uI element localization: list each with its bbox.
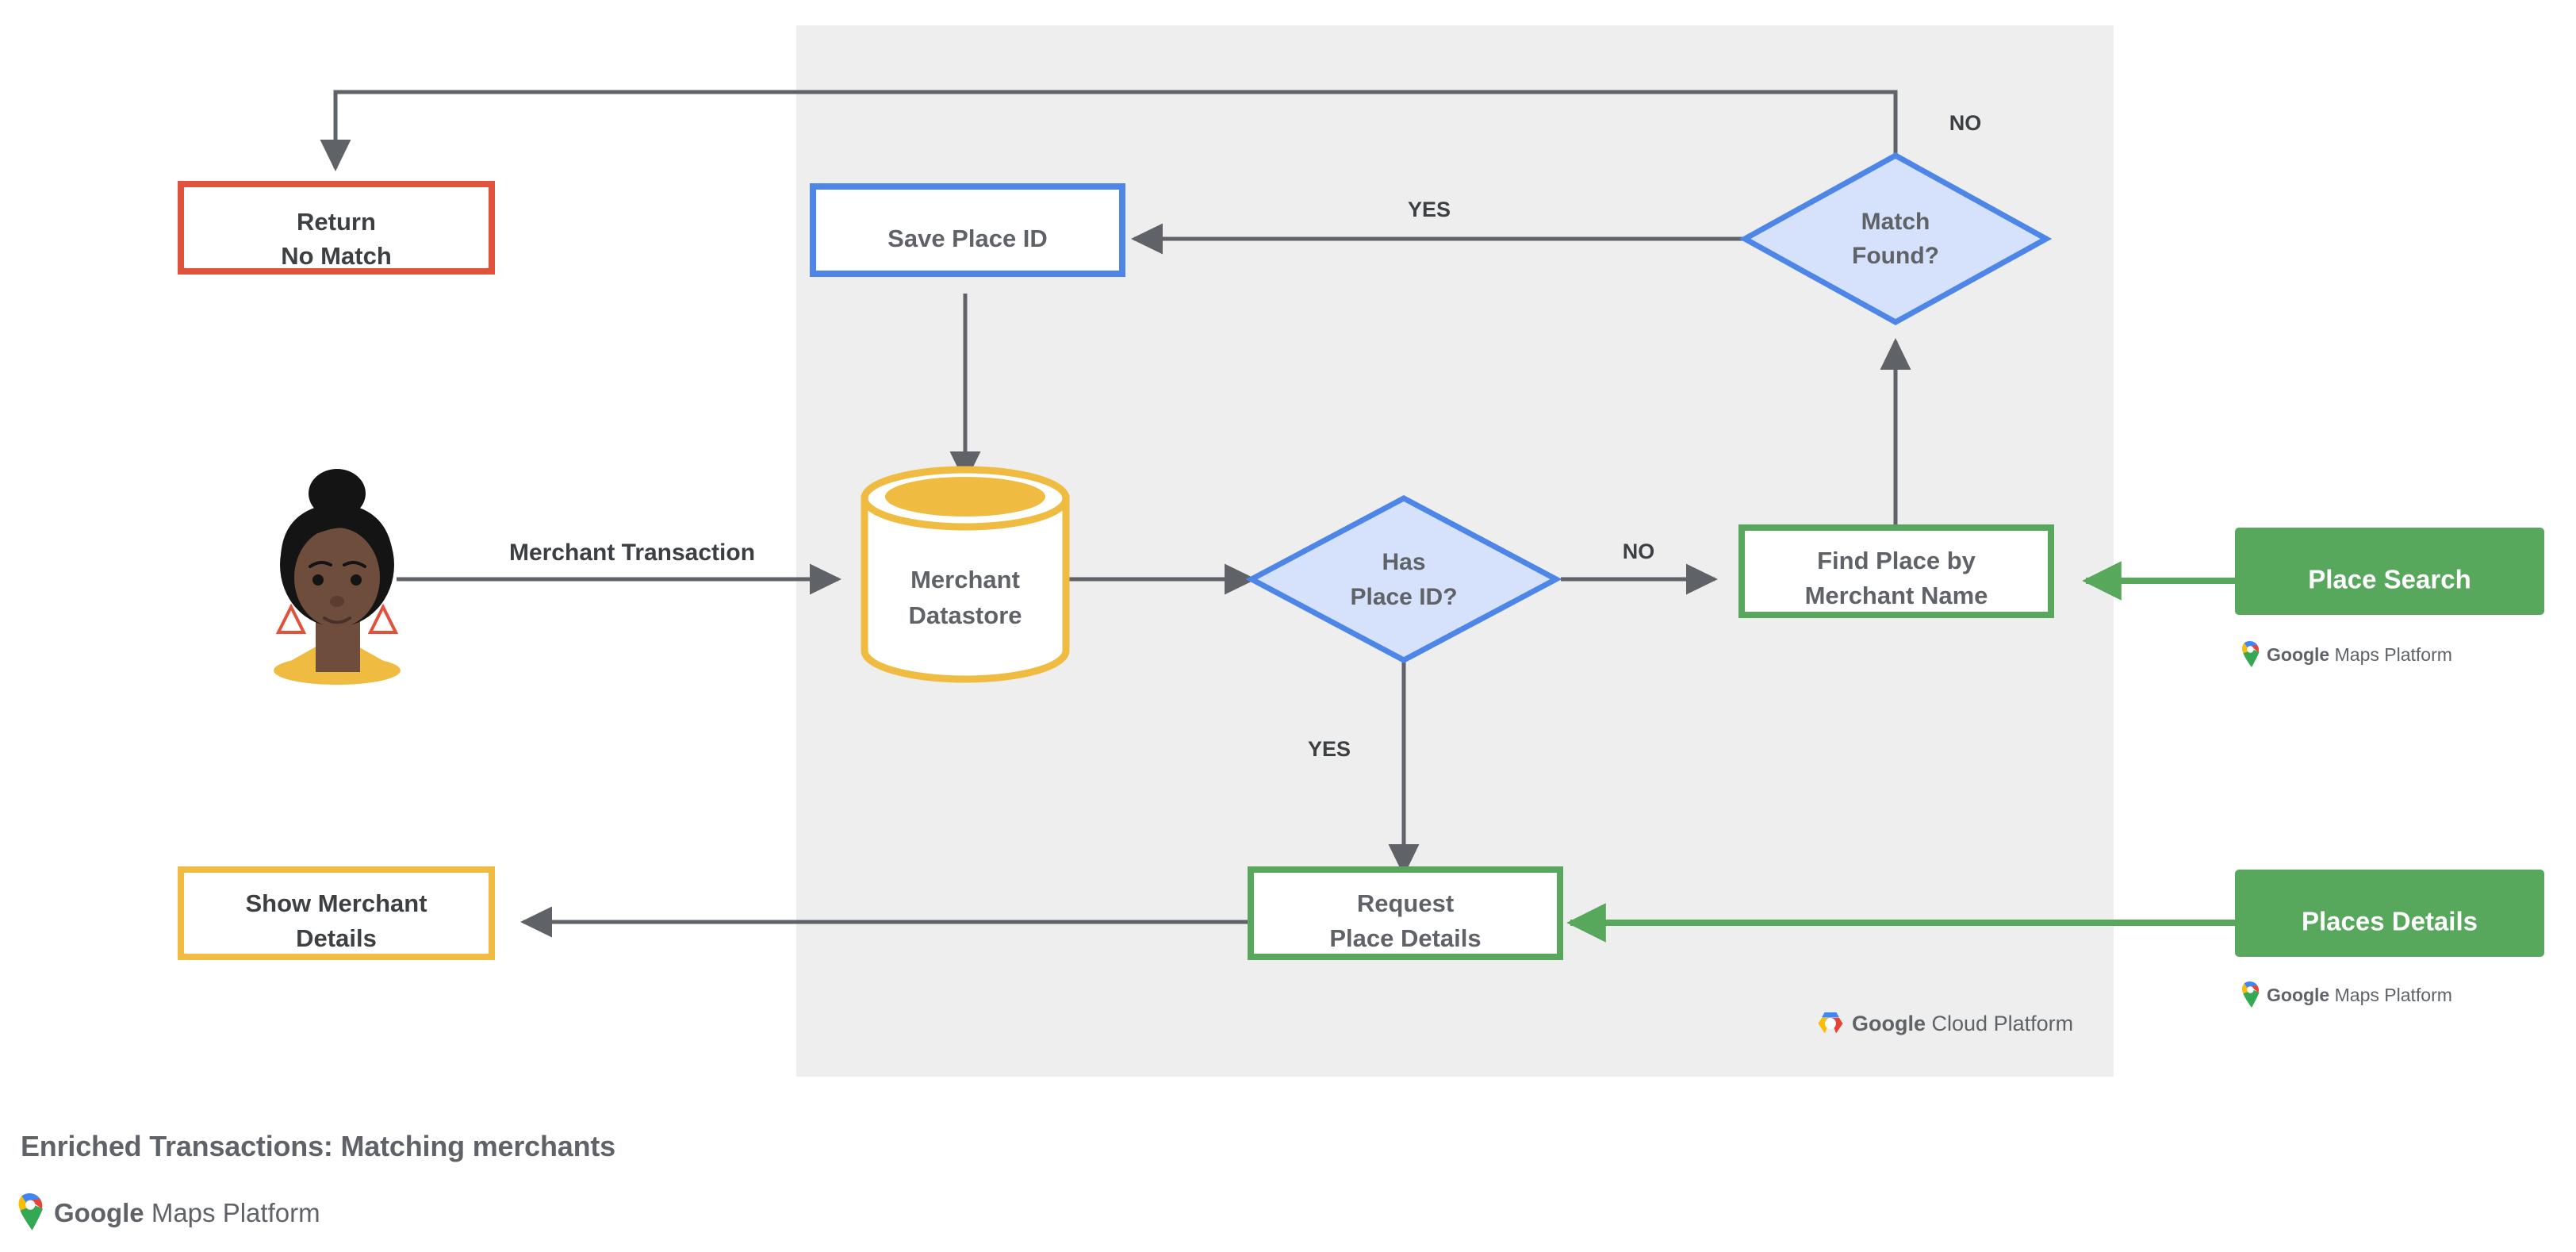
merchant-datastore-body[interactable] (861, 494, 1070, 683)
google-cloud-hexagon-icon (1818, 1012, 1843, 1034)
request-place-details-label-line2: Place Details (1329, 924, 1481, 952)
avatar-eye-left (312, 574, 324, 586)
show-merchant-details-label-line2: Details (296, 924, 377, 952)
match-found-label-line1: Match (1861, 209, 1930, 235)
return-no-match-label-line1: Return (297, 208, 376, 236)
avatar-earring-right (367, 603, 399, 634)
return-no-match-label-line2: No Match (281, 242, 392, 270)
find-place-label-line1: Find Place by (1817, 547, 1976, 574)
caption-google-maps-platform-logo: Google Maps Platform (17, 1193, 320, 1231)
gcp-brand: Google (1852, 1011, 1926, 1035)
google-maps-pin-icon (18, 1193, 43, 1231)
node-match-found[interactable]: Match Found? (1738, 152, 2053, 325)
gcp-product: Cloud Platform (1931, 1011, 2074, 1035)
node-save-place-id[interactable]: Save Place ID (810, 183, 1125, 277)
places-details-box[interactable] (2235, 870, 2544, 957)
places-details-attribution-logo: Google Maps Platform (2241, 981, 2452, 1008)
gmp-product: Maps Platform (151, 1197, 320, 1227)
google-cloud-platform-logo: Google Cloud Platform (1816, 1011, 2073, 1036)
avatar-hair-fringe (281, 503, 393, 555)
gcp-logo-text: Google Cloud Platform (1852, 1011, 2074, 1035)
merchant-datastore-label-line1: Merchant (910, 566, 1020, 593)
save-place-id-label: Save Place ID (887, 225, 1048, 252)
edge-label-merchant-transaction: Merchant Transaction (509, 540, 755, 566)
node-show-merchant-details[interactable]: Show Merchant Details (178, 866, 495, 960)
node-places-details[interactable]: Places Details (2235, 870, 2544, 957)
edge-label-has-place-id-no: NO (1623, 540, 1655, 563)
diagram-caption-title: Enriched Transactions: Matching merchant… (21, 1130, 615, 1162)
place-search-label: Place Search (2308, 565, 2471, 594)
find-place-box[interactable] (1738, 524, 2054, 618)
avatar-mouth (323, 616, 351, 624)
merchant-customer-avatar (274, 469, 401, 685)
node-request-place-details[interactable]: Request Place Details (1248, 866, 1563, 960)
has-place-id-label-line2: Place ID? (1350, 584, 1457, 610)
match-found-label-line2: Found? (1852, 243, 1939, 269)
avatar-nose (330, 596, 344, 607)
gmp-product: Maps Platform (2334, 984, 2452, 1005)
places-details-label: Places Details (2302, 907, 2478, 936)
merchant-datastore-top-fill (885, 477, 1045, 517)
avatar-earring-left (275, 603, 307, 634)
gmp-brand: Google (2267, 643, 2330, 665)
place-search-box[interactable] (2235, 528, 2544, 615)
merchant-datastore-label-line2: Datastore (909, 601, 1022, 629)
avatar-face (294, 528, 380, 628)
google-maps-pin-icon (2242, 641, 2260, 667)
gmp-product: Maps Platform (2334, 643, 2452, 665)
node-return-no-match[interactable]: Return No Match (178, 181, 495, 275)
edge-label-match-found-no: NO (1949, 111, 1982, 135)
node-place-search[interactable]: Place Search (2235, 528, 2544, 615)
return-no-match-box[interactable] (178, 181, 495, 275)
has-place-id-diamond[interactable] (1245, 495, 1562, 663)
edge-match-found-no (320, 90, 1898, 172)
request-place-details-box[interactable] (1248, 866, 1563, 960)
place-search-attribution-logo: Google Maps Platform (2241, 641, 2452, 668)
node-has-place-id[interactable]: Has Place ID? (1245, 495, 1562, 663)
node-find-place-by-merchant-name[interactable]: Find Place by Merchant Name (1738, 524, 2054, 618)
find-place-label-line2: Merchant Name (1805, 582, 1988, 609)
gmp-logo-text: Google Maps Platform (2267, 643, 2452, 665)
avatar-brow-right (343, 561, 366, 568)
request-place-details-label-line1: Request (1357, 889, 1454, 917)
avatar-eye-right (351, 574, 362, 586)
edge-label-match-found-yes: YES (1408, 198, 1451, 221)
has-place-id-label-line1: Has (1382, 549, 1425, 575)
gmp-brand: Google (2267, 984, 2330, 1005)
show-merchant-details-label-line1: Show Merchant (245, 889, 427, 917)
gmp-logo-text: Google Maps Platform (2267, 984, 2452, 1005)
node-merchant-datastore[interactable]: Merchant Datastore (861, 466, 1070, 683)
google-maps-pin-icon (2242, 981, 2260, 1008)
avatar-brow-left (309, 561, 332, 568)
gmp-brand: Google (54, 1197, 144, 1227)
show-merchant-details-box[interactable] (178, 866, 495, 960)
gmp-logo-text: Google Maps Platform (54, 1200, 320, 1226)
match-found-diamond[interactable] (1738, 152, 2053, 325)
edge-label-has-place-id-yes: YES (1308, 737, 1351, 761)
save-place-id-box[interactable] (810, 183, 1125, 277)
